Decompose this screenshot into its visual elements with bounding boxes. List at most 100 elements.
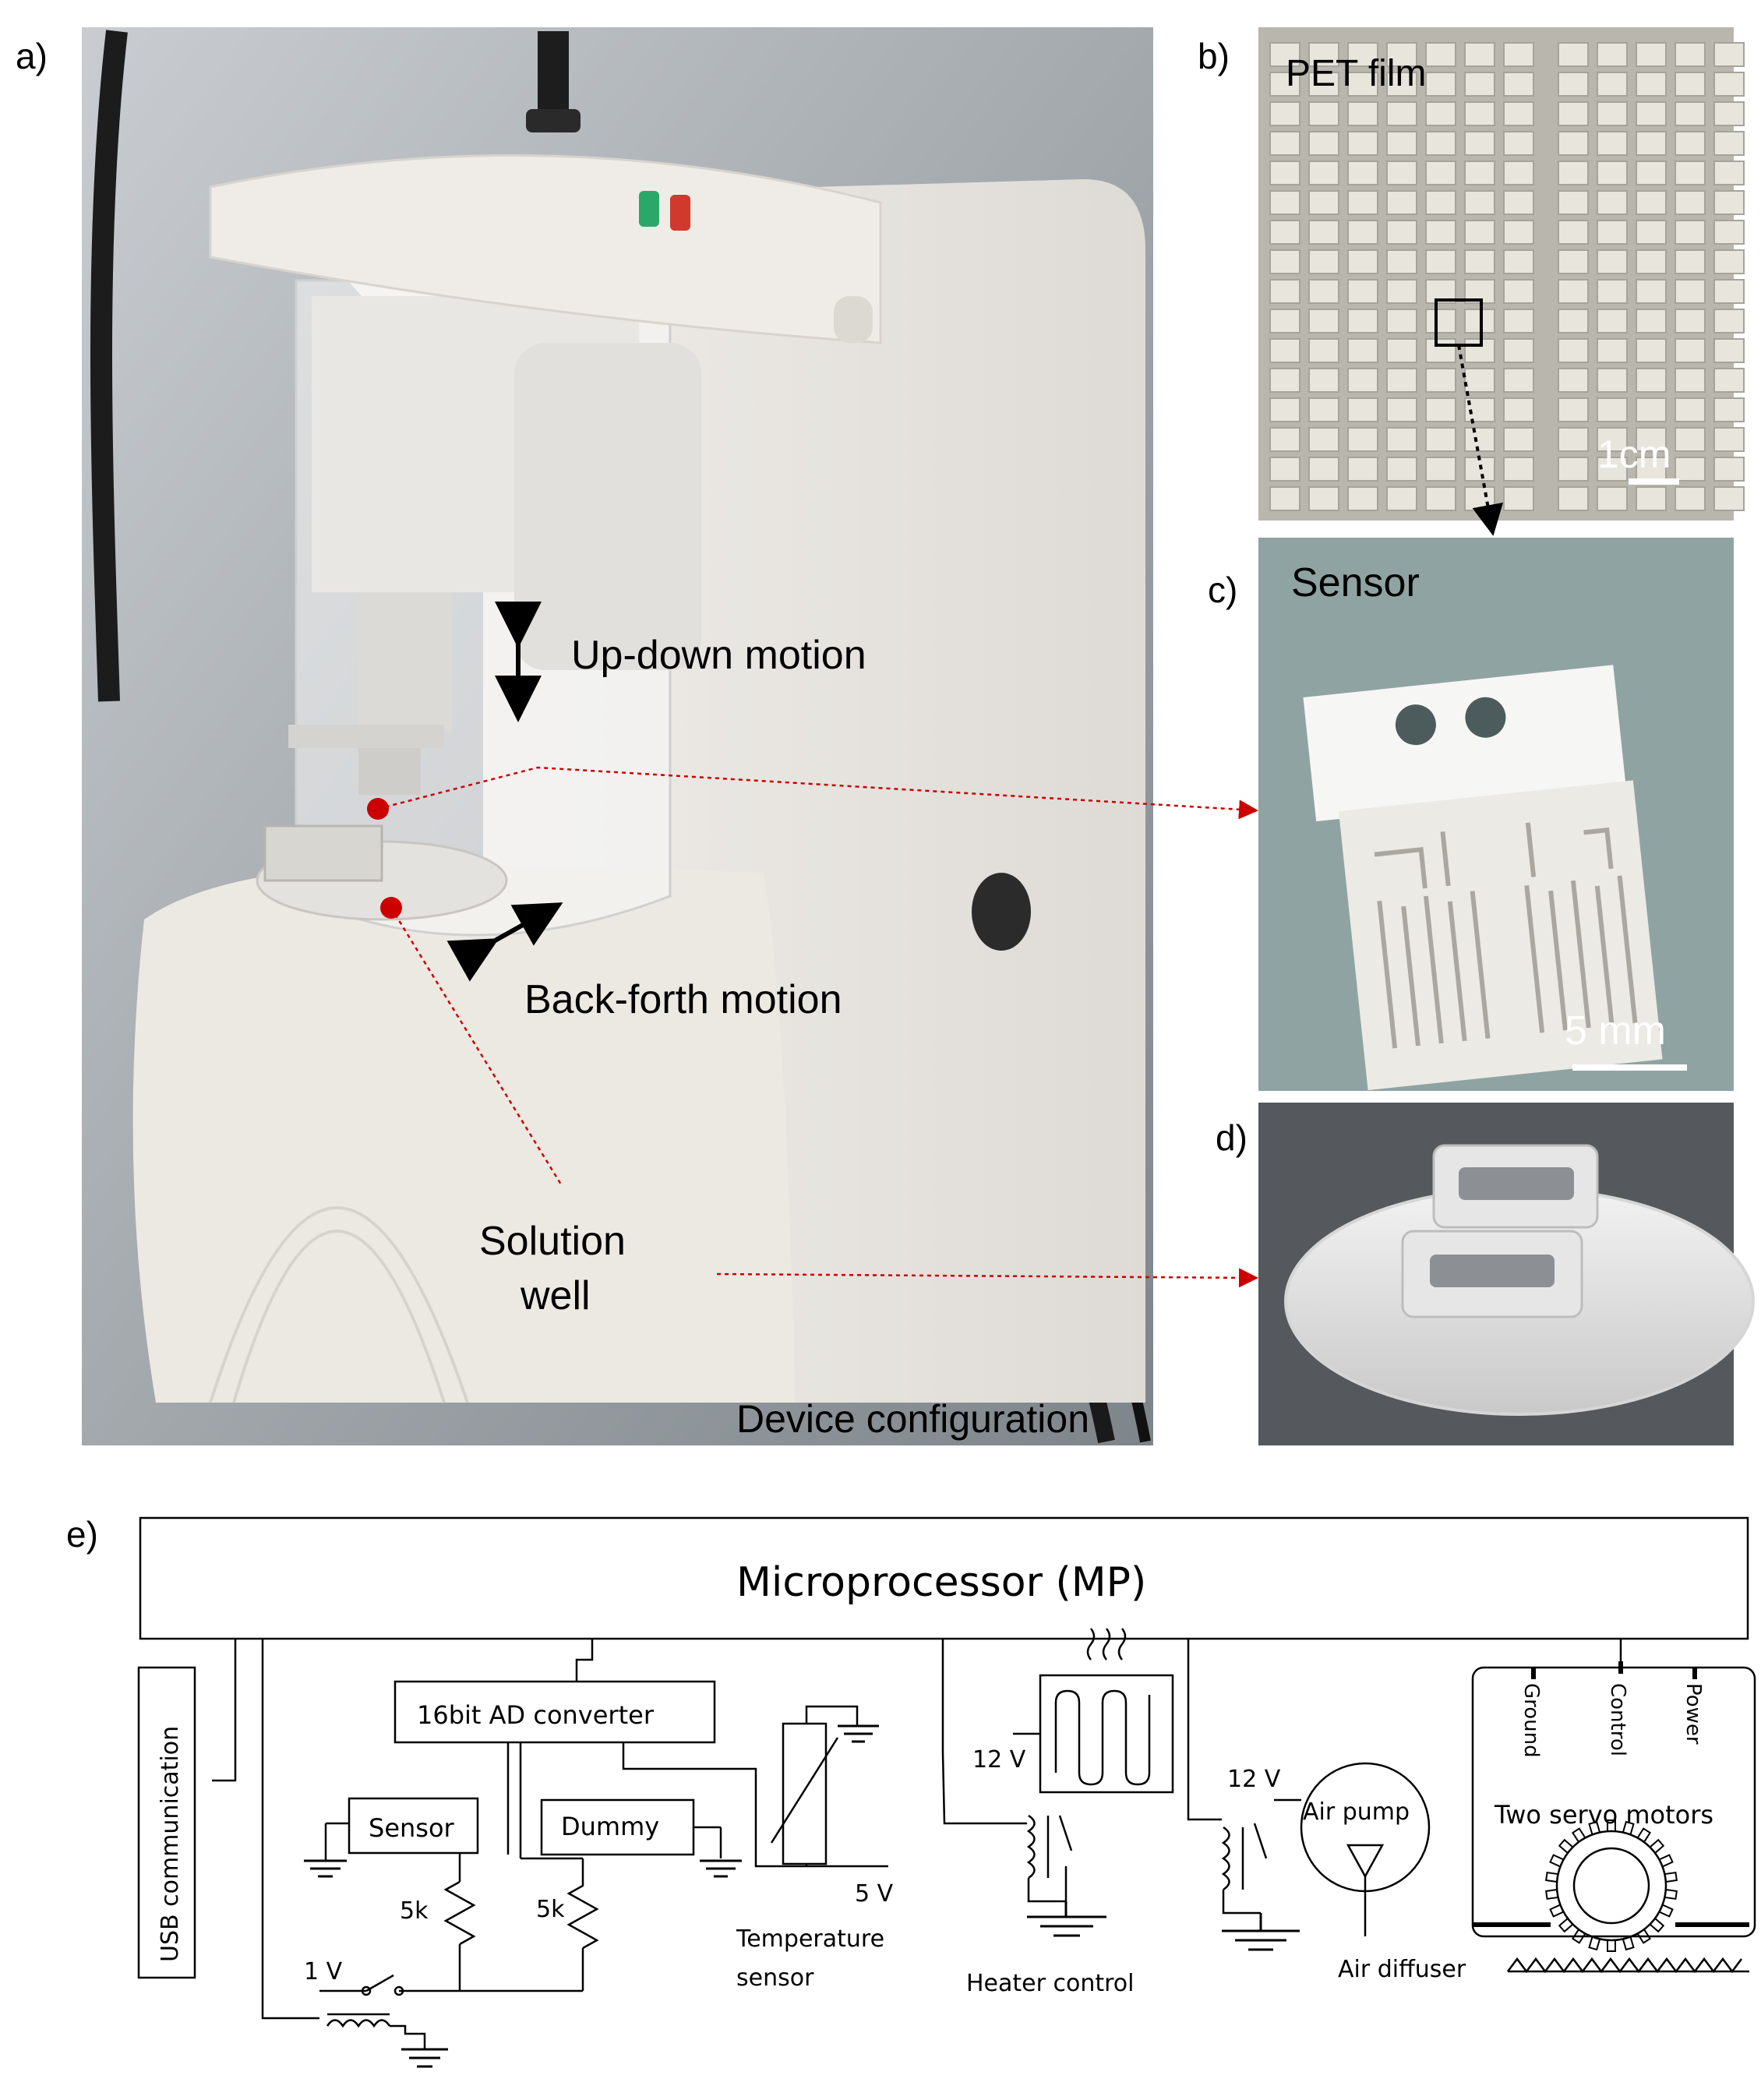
pet-sensor-tile xyxy=(1464,101,1495,126)
gear-tooth xyxy=(1607,1819,1616,1832)
pet-sensor-tile xyxy=(1386,72,1417,97)
pet-sensor-tile xyxy=(1558,486,1589,511)
one-volt-label: 1 V xyxy=(304,1958,343,1985)
pet-sensor-tile xyxy=(1675,42,1706,67)
pet-sensor-tile xyxy=(1713,397,1745,422)
pet-sensor-tile xyxy=(1308,368,1339,393)
pet-sensor-tile xyxy=(1269,338,1300,363)
heater-12v-label: 12 V xyxy=(972,1746,1026,1774)
pet-sensor-tile xyxy=(1269,249,1300,274)
pet-sensor-tile xyxy=(1558,368,1589,393)
panel-a-label: a) xyxy=(16,36,48,76)
pet-sensor-tile xyxy=(1347,309,1378,334)
pet-sensor-tile xyxy=(1269,72,1300,97)
pet-sensor-tile xyxy=(1597,42,1628,67)
resistor-1-label: 5k xyxy=(400,1897,429,1925)
panel-b-label: b) xyxy=(1198,36,1230,76)
pet-sensor-tile xyxy=(1713,190,1745,215)
pet-sensor-tile xyxy=(1425,486,1456,511)
pet-sensor-tile xyxy=(1636,249,1667,274)
well-pointer xyxy=(380,897,1258,1288)
pet-sensor-tile xyxy=(1636,72,1667,97)
gear-tooth xyxy=(1636,1827,1652,1844)
pet-sensor-tile xyxy=(1597,368,1628,393)
pet-sensor-tile xyxy=(1558,279,1589,304)
panel-d-label: d) xyxy=(1216,1117,1248,1158)
pet-sensor-tile xyxy=(1558,338,1589,363)
pet-sensor-tile xyxy=(1347,190,1378,215)
sensor-pointer xyxy=(367,766,1258,820)
pet-sensor-tile xyxy=(1675,220,1706,245)
pet-sensor-tile xyxy=(1347,486,1378,511)
pet-sensor-tile xyxy=(1386,309,1417,334)
pet-sensor-tile xyxy=(1386,249,1417,274)
pet-sensor-tile xyxy=(1464,72,1495,97)
pet-sensor-tile xyxy=(1636,457,1667,482)
pet-sensor-tile xyxy=(1425,101,1456,126)
pet-sensor-tile xyxy=(1308,161,1339,185)
pet-sensor-tile xyxy=(1597,338,1628,363)
pet-sensor-tile xyxy=(1347,101,1378,126)
pet-sensor-tile xyxy=(1308,220,1339,245)
pet-sensor-tile xyxy=(1386,368,1417,393)
gear-tooth xyxy=(1571,1827,1586,1844)
pet-sensor-tile xyxy=(1636,42,1667,67)
pet-sensor-tile xyxy=(1558,309,1589,334)
pet-sensor-tile xyxy=(1308,309,1339,334)
pet-sensor-tile xyxy=(1269,368,1300,393)
pet-sensor-tile xyxy=(1308,101,1339,126)
pet-sensor-tile xyxy=(1464,368,1495,393)
pet-sensor-tile xyxy=(1308,131,1339,156)
pet-sensor-tile xyxy=(1503,309,1534,334)
pet-sensor-tile xyxy=(1675,486,1706,511)
pet-sensor-tile xyxy=(1713,368,1745,393)
pet-sensor-tile xyxy=(1425,457,1456,482)
pet-sensor-tile xyxy=(1503,161,1534,185)
pet-sensor-tile xyxy=(1597,72,1628,97)
gear-tooth xyxy=(1549,1854,1565,1868)
gear-tooth xyxy=(1649,1838,1665,1855)
pet-sensor-tile xyxy=(1558,427,1589,452)
pet-sensor-tile xyxy=(1425,249,1456,274)
pet-sensor-tile xyxy=(1425,190,1456,215)
pet-sensor-tile xyxy=(1558,42,1589,67)
gear-tooth xyxy=(1545,1871,1559,1883)
scale-label-c: 5 mm xyxy=(1565,1008,1666,1054)
pet-sensor-tile xyxy=(1503,368,1534,393)
pet-sensor-tile xyxy=(1713,486,1745,511)
pet-sensor-tile xyxy=(1597,161,1628,185)
gear-tooth xyxy=(1658,1904,1674,1918)
adc-label: 16bit AD converter xyxy=(417,1700,655,1730)
pet-sensor-tile xyxy=(1347,220,1378,245)
pet-sensor-tile xyxy=(1386,397,1417,422)
pet-sensor-tile xyxy=(1558,397,1589,422)
pet-sensor-tile xyxy=(1503,220,1534,245)
pet-sensor-tile xyxy=(1503,72,1534,97)
pet-sensor-tile xyxy=(1425,368,1456,393)
pet-sensor-tile xyxy=(1308,279,1339,304)
pet-sensor-tile xyxy=(1269,427,1300,452)
sensor-block-label: Sensor xyxy=(369,1813,455,1843)
pet-sensor-tile xyxy=(1503,42,1534,67)
pet-sensor-tile xyxy=(1558,249,1589,274)
pet-sensor-tile xyxy=(1713,131,1745,156)
pet-sensor-tile xyxy=(1636,101,1667,126)
pet-sensor-tile xyxy=(1503,457,1534,482)
pet-sensor-tile xyxy=(1558,101,1589,126)
dummy-block-label: Dummy xyxy=(561,1812,659,1841)
panel-c-photo xyxy=(1258,538,1734,1091)
pet-sensor-tile xyxy=(1308,249,1339,274)
pet-sensor-tile xyxy=(1347,161,1378,185)
pet-sensor-tile xyxy=(1464,249,1495,274)
pet-sensor-tile xyxy=(1386,486,1417,511)
pet-sensor-tile xyxy=(1347,42,1378,67)
pet-sensor-tile xyxy=(1347,427,1378,452)
pet-sensor-tile xyxy=(1269,457,1300,482)
usb-communication-label: USB communication xyxy=(157,1726,184,1962)
pet-sensor-tile xyxy=(1636,161,1667,185)
pet-sensor-tile xyxy=(1269,190,1300,215)
temperature-label-line1: Temperature xyxy=(736,1925,884,1953)
pet-sensor-tile xyxy=(1269,161,1300,185)
gear-tooth xyxy=(1658,1854,1674,1868)
pet-sensor-tile xyxy=(1558,72,1589,97)
